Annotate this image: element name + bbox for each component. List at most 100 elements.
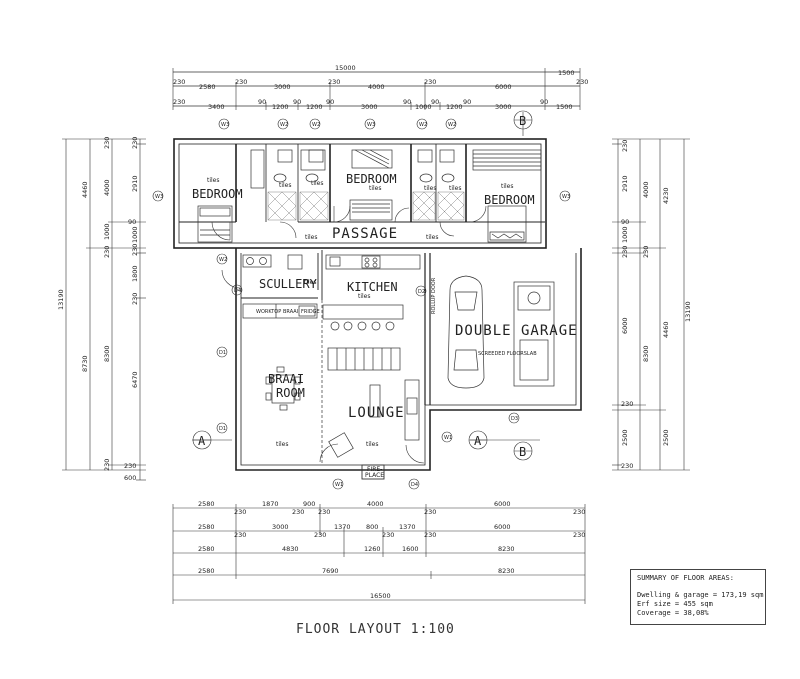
dim-left-innermost: 2910	[131, 175, 139, 192]
dim-left-mid: 8730	[81, 355, 89, 372]
tag-d1: D1	[219, 426, 226, 432]
dim-bottom-r3: 1600	[402, 545, 419, 553]
dim-right-outer: 4460	[662, 321, 670, 338]
dim-left-innermost: 230	[131, 137, 139, 149]
dim-bottom-r2: 230	[424, 531, 436, 539]
dim-bottom-r2: 2580	[198, 523, 215, 531]
tag-w1: W1	[444, 435, 452, 441]
dim-top-r2: 230	[576, 78, 588, 86]
dim-top-r2: 3000	[274, 83, 291, 91]
section-marker-a-right: A	[474, 434, 482, 448]
dim-bottom-r2: 230	[314, 531, 326, 539]
dim-left-mid: 4460	[81, 181, 89, 198]
label-worktop: WORKTOP	[256, 309, 281, 315]
finish-tiles: tiles	[305, 234, 318, 241]
dim-top-r3: 1200	[272, 103, 289, 111]
tag-d3: D3	[511, 416, 518, 422]
dim-bottom-r4: 8230	[498, 567, 515, 575]
tag-w3: W3	[221, 122, 229, 128]
dim-left-innermost: 230	[131, 293, 139, 305]
tag-w2: W2	[219, 257, 227, 263]
dim-bottom-total: 16500	[370, 592, 391, 600]
dim-bottom-r1: 230	[424, 508, 436, 516]
dim-top-r3: 1500	[556, 103, 573, 111]
room-label-braai-room: ROOM	[276, 386, 305, 400]
dim-left-innermost: 600	[124, 474, 136, 482]
drawing-title: FLOOR LAYOUT 1:100	[296, 622, 455, 637]
dim-top-r2: 4000	[368, 83, 385, 91]
label-fridge: FRIDGE	[301, 309, 320, 315]
room-label-scullery: SCULLERY	[259, 277, 318, 291]
dim-top-r3: 90	[326, 98, 334, 106]
dim-top-r3: 1200	[446, 103, 463, 111]
fireplace-label-1: FIRE-	[367, 466, 382, 473]
summary-coverage: Coverage = 38,08%	[637, 609, 709, 617]
dim-bottom-r1: 4000	[367, 500, 384, 508]
dim-left-inner: 230	[103, 246, 111, 258]
summary-erf-size: Erf size = 455 sqm	[637, 600, 713, 608]
dim-bottom-r3: 8230	[498, 545, 515, 553]
tag-w1: W1	[335, 482, 343, 488]
tag-w3: W3	[155, 194, 163, 200]
dim-bottom-r2: 6000	[494, 523, 511, 531]
finish-garage-floor: SCREEDED FLOORSLAB	[478, 351, 537, 357]
dim-right-inner: 2500	[621, 429, 629, 446]
floor-area-summary: SUMMARY OF FLOOR AREAS: Dwelling & garag…	[630, 569, 766, 625]
dim-right-inner: 90	[621, 218, 629, 226]
room-label-double-garage: DOUBLE GARAGE	[455, 323, 578, 339]
dim-bottom-r3: 2580	[198, 545, 215, 553]
dim-bottom-r2: 230	[382, 531, 394, 539]
dim-bottom-r1: 900	[303, 500, 315, 508]
dim-top-r3: 90	[463, 98, 471, 106]
finish-tiles: tiles	[501, 183, 514, 190]
dim-right-mid: 230	[642, 246, 650, 258]
dim-bottom-r2: 3000	[272, 523, 289, 531]
tag-w3: W3	[562, 194, 570, 200]
finish-tiles: tiles	[426, 234, 439, 241]
dim-left-innermost: 6470	[131, 371, 139, 388]
dim-bottom-r2: 800	[366, 523, 378, 531]
finish-tiles: tiles	[311, 180, 324, 187]
dim-top-r3: 3000	[495, 103, 512, 111]
label-rollup-door: ROLLUP DOOR	[431, 277, 437, 314]
summary-dwelling-area: Dwelling & garage = 173,19 sqm	[637, 591, 764, 599]
room-label-braai: BRAAI	[268, 372, 304, 386]
dim-bottom-r1: 230	[292, 508, 304, 516]
finish-tiles: tiles	[207, 177, 220, 184]
dim-left-innermost: 1800	[131, 265, 139, 282]
dim-bottom-r3: 4830	[282, 545, 299, 553]
tag-w3: W3	[367, 122, 375, 128]
section-marker-a-left: A	[198, 434, 206, 448]
dim-top-r3: 1200	[306, 103, 323, 111]
dim-top-r3: 90	[293, 98, 301, 106]
dim-right-inner: 1000	[621, 226, 629, 243]
dim-bottom-r2: 230	[573, 531, 585, 539]
dim-bottom-r1: 230	[318, 508, 330, 516]
dim-bottom-r1: 1870	[262, 500, 279, 508]
tag-d4: D4	[411, 482, 418, 488]
room-label-bedroom-right: BEDROOM	[484, 193, 535, 207]
dim-left-inner: 8300	[103, 345, 111, 362]
dim-top-r2: 2580	[199, 83, 216, 91]
dim-top-r2: 230	[424, 78, 436, 86]
finish-tiles: tiles	[304, 279, 317, 286]
dim-top-r2: 6000	[495, 83, 512, 91]
dim-right-inner: 230	[621, 462, 633, 470]
tag-d2: D2	[418, 289, 425, 295]
dim-right-total: 13190	[684, 301, 692, 322]
dim-bottom-r4: 2580	[198, 567, 215, 575]
finish-tiles: tiles	[358, 293, 371, 300]
tag-w2: W2	[448, 122, 456, 128]
dim-right-outer: 2500	[662, 429, 670, 446]
dim-right-inner: 230	[621, 246, 629, 258]
finish-tiles: tiles	[449, 185, 462, 192]
dim-top-total: 15000	[335, 64, 356, 72]
dim-top-r2: 230	[235, 78, 247, 86]
dim-left-inner: 230	[103, 459, 111, 471]
dim-top-overhang: 1500	[558, 69, 575, 77]
dim-top-r3: 3000	[361, 103, 378, 111]
dim-bottom-r1: 2580	[198, 500, 215, 508]
dim-top-r3: 90	[258, 98, 266, 106]
dim-left-innermost: 90	[128, 218, 136, 226]
